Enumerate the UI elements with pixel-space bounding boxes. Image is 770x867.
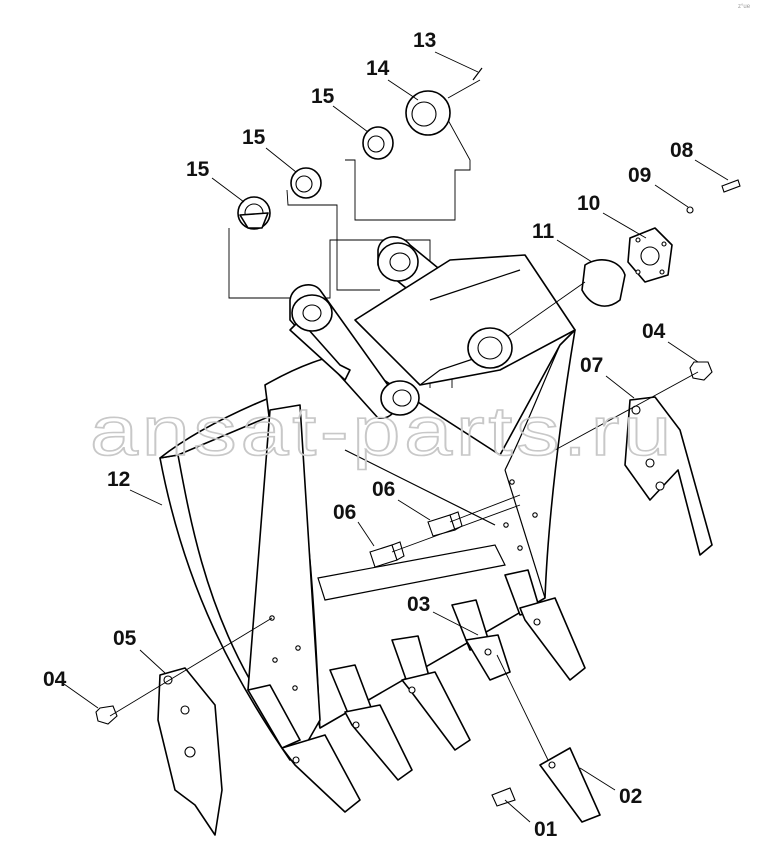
callout-03: 03 [407,593,430,616]
bushing-14 [405,90,451,136]
callout-05: 05 [113,627,137,650]
tooth-2 [344,704,413,781]
tooth-1 [281,734,361,813]
callout-15: 15 [242,126,266,149]
nut-04b [95,705,118,725]
bucket-body [159,236,576,761]
nut-04a [689,361,713,381]
callout-06: 06 [372,478,395,501]
fasteners [95,361,713,807]
callout-06: 06 [333,501,356,524]
callout-04: 04 [642,320,666,343]
side-plate-12 [159,454,301,761]
callout-02: 02 [619,785,642,808]
callout-01: 01 [534,818,558,841]
tooth-3 [401,671,471,751]
callout-14: 14 [366,57,390,80]
bucket-teeth [281,597,601,823]
watermark: ansat-parts.ru [90,392,675,470]
shim-11 [581,259,626,307]
callout-15: 15 [311,85,335,108]
callout-10: 10 [577,192,600,215]
callout-09: 09 [628,164,651,187]
bushing-15b [290,167,322,199]
callout-13: 13 [413,29,436,52]
bushing-15a [237,196,271,230]
retaining-parts [581,179,741,307]
side-cutter-right [624,396,713,556]
tooth-loose [539,747,601,823]
washer-09 [686,206,694,214]
bolt-08 [721,179,741,193]
bushings [237,67,483,230]
tooth-4 [465,634,511,681]
corner-mark: z°ue [738,4,751,10]
callout-07: 07 [580,354,603,377]
callouts: 13 14 15 15 15 08 09 10 11 04 07 12 06 0… [43,29,694,841]
callout-04: 04 [43,668,67,691]
pin-01 [491,787,516,807]
tooth-5 [519,597,586,681]
callout-08: 08 [670,139,694,162]
callout-12: 12 [107,468,130,491]
side-cutter-left [157,667,223,836]
callout-11: 11 [532,220,555,243]
leader-lines [63,51,729,823]
bushing-15c [362,126,394,160]
callout-15: 15 [186,158,210,181]
